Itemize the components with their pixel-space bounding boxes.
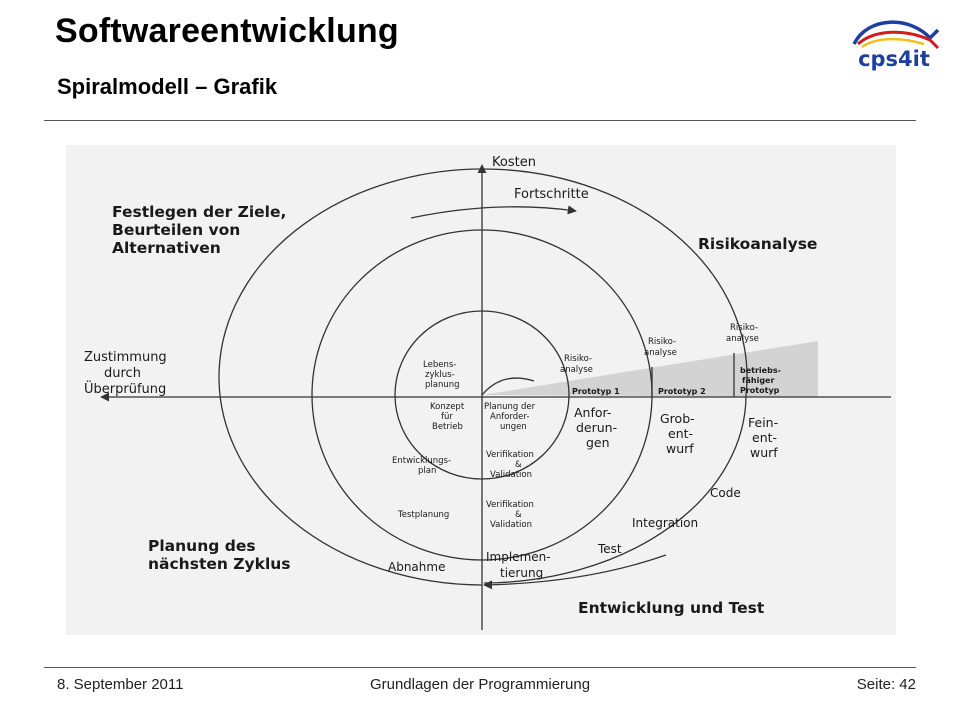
rough-design-3: wurf (666, 441, 694, 456)
prototype-2: Prototyp 2 (658, 387, 706, 396)
dev-plan-2: plan (418, 466, 436, 476)
req-planning-3: ungen (500, 422, 527, 432)
progress-arrow (410, 205, 577, 219)
risk2-2: analyse (644, 348, 677, 358)
fine-design-1: Fein- (748, 415, 778, 430)
test-step: Test (597, 542, 622, 556)
code-step: Code (710, 486, 741, 500)
logo-text: cps4it (858, 47, 930, 71)
dev-plan-1: Entwicklungs- (392, 456, 451, 466)
spiral-loop-3 (218, 168, 748, 586)
concept-3: Betrieb (432, 422, 463, 432)
quadrant-risk-analysis: Risikoanalyse (698, 235, 817, 253)
verif1-1: Verifikation (486, 450, 534, 460)
cps4it-logo: cps4it (852, 20, 940, 71)
prototype-1: Prototyp 1 (572, 387, 620, 396)
prototype-3-3: Prototyp (740, 386, 780, 395)
quadrant-next-cycle-2: nächsten Zyklus (148, 555, 291, 573)
requirements-3: gen (586, 435, 610, 450)
concept-1: Konzept (430, 402, 465, 412)
concept-2: für (441, 412, 453, 422)
implementation-2: tierung (500, 566, 543, 580)
verif2-2: & (515, 510, 522, 520)
footer-date: 8. September 2011 (57, 676, 184, 693)
quadrant-goals-3: Alternativen (112, 239, 221, 257)
slide-subtitle: Spiralmodell – Grafik (57, 74, 278, 99)
header-divider (44, 120, 916, 121)
risk1-1: Risiko- (564, 354, 592, 364)
agree-label-1: Zustimmung (84, 350, 167, 365)
verif1-3: Validation (490, 470, 532, 480)
agree-label-3: Überprüfung (84, 380, 166, 397)
fine-design-3: wurf (750, 445, 778, 460)
verif2-1: Verifikation (486, 500, 534, 510)
agree-label-2: durch (104, 366, 141, 381)
footer-divider (44, 667, 916, 668)
lifecycle-2: zyklus- (425, 370, 455, 380)
quadrant-goals-1: Festlegen der Ziele, (112, 203, 286, 221)
quadrant-next-cycle-1: Planung des (148, 537, 256, 555)
lifecycle-3: planung (425, 380, 460, 390)
slide-title: Softwareentwicklung (55, 12, 399, 50)
quadrant-dev-test: Entwicklung und Test (578, 599, 765, 617)
req-planning-1: Planung der (484, 402, 536, 412)
spiral-inner-start (481, 377, 535, 396)
risk3-2: analyse (726, 334, 759, 344)
requirements-2: derun- (576, 420, 617, 435)
verif2-3: Validation (490, 520, 532, 530)
implementation-1: Implemen- (486, 550, 551, 564)
footer-course-title: Grundlagen der Programmierung (369, 676, 591, 693)
rough-design-2: ent- (668, 426, 693, 441)
risk2-1: Risiko- (648, 337, 676, 347)
integration-step: Integration (632, 516, 698, 530)
fine-design-2: ent- (752, 430, 777, 445)
quadrant-goals-2: Beurteilen von (112, 221, 240, 239)
verif1-2: & (515, 460, 522, 470)
risk1-2: analyse (560, 365, 593, 375)
axis-label-kosten: Kosten (492, 155, 536, 170)
fish-icon (852, 20, 940, 50)
requirements-1: Anfor- (574, 405, 611, 420)
spiral-svg: Kosten Fortschritte Festlegen der Ziele,… (84, 155, 891, 630)
rough-design-1: Grob- (660, 411, 695, 426)
progress-label: Fortschritte (514, 187, 589, 202)
acceptance-step: Abnahme (388, 560, 445, 574)
prototype-3-1: betriebs- (740, 366, 781, 375)
test-planning: Testplanung (397, 510, 449, 520)
spiral-arrow-end (483, 554, 667, 590)
req-planning-2: Anforder- (490, 412, 529, 422)
lifecycle-1: Lebens- (423, 360, 456, 370)
footer-page-number: Seite: 42 (856, 676, 916, 693)
risk3-1: Risiko- (730, 323, 758, 333)
spiral-model-diagram: Kosten Fortschritte Festlegen der Ziele,… (66, 145, 896, 635)
prototype-3-2: fähiger (742, 376, 774, 385)
